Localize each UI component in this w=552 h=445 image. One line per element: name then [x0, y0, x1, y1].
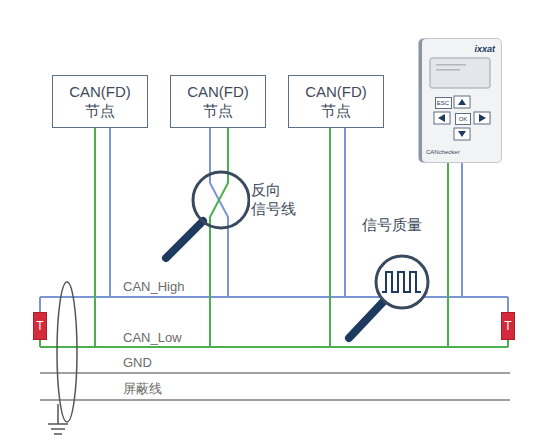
magnifier-handle — [349, 302, 383, 338]
drop-wire — [329, 128, 331, 347]
shield-ellipse — [57, 282, 77, 422]
esc-button: ESC — [435, 97, 452, 109]
screen-line — [436, 69, 460, 71]
node-box: CAN(FD) 节点 — [170, 75, 266, 128]
arrow-icon — [479, 114, 486, 122]
brand-logo: ixxat — [474, 44, 495, 54]
arrow-button — [454, 96, 470, 108]
drop-wire — [210, 128, 228, 347]
device-name: CANchecker — [426, 149, 460, 155]
device-face — [418, 38, 502, 163]
callout-label: 反向 信号线 — [250, 181, 300, 219]
magnifier-handle — [166, 221, 203, 258]
drop-wire — [94, 128, 96, 347]
node-text: CAN(FD) 节点 — [67, 83, 133, 121]
can-checker-device: ixxatCANchecker ESC OK — [418, 38, 502, 163]
arrow-icon — [458, 131, 466, 137]
square-wave — [382, 272, 421, 292]
arrow-button — [454, 128, 470, 140]
signal-name: GND — [122, 355, 153, 371]
drop-wire — [109, 128, 111, 297]
device-screen — [430, 58, 490, 88]
node-text: T — [504, 320, 511, 332]
drop-wire — [461, 163, 463, 297]
node-text: CAN(FD) 节点 — [185, 83, 251, 121]
screen-line — [436, 64, 466, 66]
node-box: CAN(FD) 节点 — [52, 75, 148, 128]
callout-label: 信号质量 — [361, 216, 423, 235]
shield-wire — [40, 399, 510, 401]
arrow-icon — [438, 114, 445, 122]
arrow-button — [474, 112, 490, 124]
drop-wire — [344, 128, 346, 297]
drop-wire — [447, 163, 449, 347]
signal-name: CAN_High — [122, 279, 185, 295]
arrow-button — [434, 112, 450, 124]
ground-symbol — [51, 428, 65, 430]
signal-name: 屏蔽线 — [122, 381, 163, 397]
node-text: ESC — [437, 100, 449, 106]
node-box: CAN(FD) 节点 — [288, 75, 384, 128]
ground-symbol — [54, 433, 62, 435]
magnifier-lens — [376, 256, 428, 308]
terminator: T — [33, 312, 47, 340]
node-text: T — [36, 320, 43, 332]
can-low-wire — [40, 346, 508, 348]
magnifier-lens — [193, 172, 249, 228]
node-text: OK — [459, 116, 468, 122]
ok-button: OK — [455, 113, 471, 125]
terminator: T — [501, 312, 515, 340]
signal-name: CAN_Low — [122, 330, 183, 346]
ground-symbol — [57, 404, 59, 424]
ground-symbol — [48, 423, 68, 425]
gnd-wire — [40, 372, 510, 374]
node-text: CAN(FD) 节点 — [303, 83, 369, 121]
arrow-icon — [458, 99, 466, 105]
